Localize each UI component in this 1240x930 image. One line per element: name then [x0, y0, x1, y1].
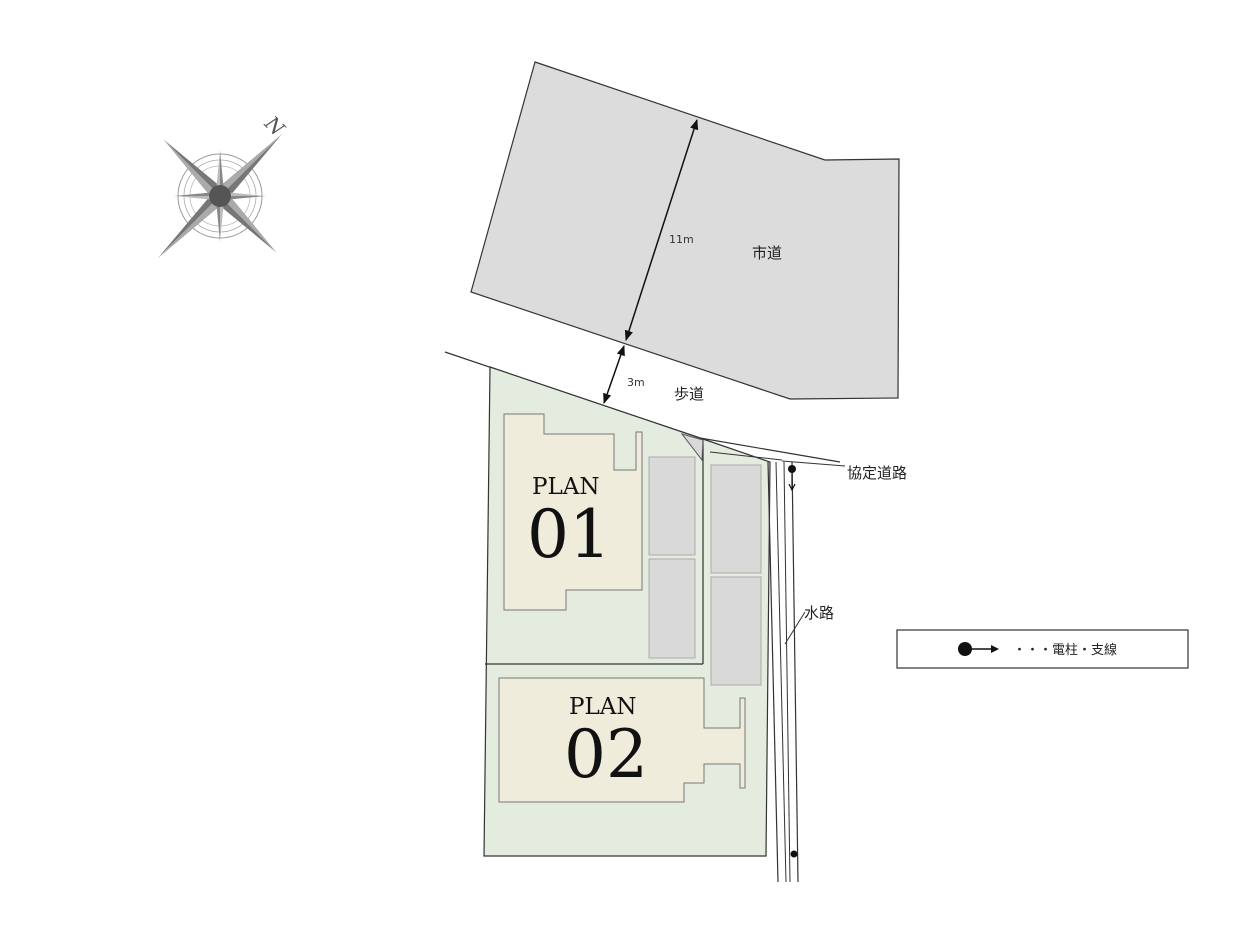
utility-pole-guy-wire-icon: [958, 642, 999, 656]
plan-01-word: PLAN: [532, 474, 599, 500]
waterway-line-3: [783, 461, 791, 883]
waterway-label: 水路: [804, 604, 834, 622]
utility-pole-icon: [790, 850, 798, 858]
waterway-line-1: [767, 461, 779, 883]
corner-cut: [680, 433, 704, 462]
sidewalk-width-label: 3m: [627, 376, 645, 389]
city-road: [470, 61, 900, 400]
compass-rose-icon: [157, 133, 283, 259]
sidewalk-label: 歩道: [674, 385, 704, 403]
utility-pole-icon: [788, 465, 796, 492]
plan-02-word: PLAN: [569, 694, 636, 720]
plan-01-building: [503, 413, 643, 611]
agreement-road-label: 協定道路: [847, 464, 907, 482]
legend-text: ・・・電柱・支線: [1013, 642, 1117, 658]
agreement-road-edge-2: [709, 451, 783, 461]
parking-space: [710, 576, 762, 686]
agreement-road-leader: [781, 460, 846, 467]
parking-space: [648, 558, 696, 659]
north-label: N: [259, 110, 290, 141]
parking-space: [648, 456, 696, 556]
parking-space: [710, 464, 762, 574]
agreement-road-edge: [699, 437, 841, 463]
city-road-width-arrow: [624, 119, 699, 341]
legend-box: [896, 629, 1189, 669]
city-road-label: 市道: [752, 244, 782, 262]
city-road-width-label: 11m: [669, 233, 694, 246]
waterway-line-4: [791, 461, 799, 883]
waterway-leader: [784, 611, 806, 645]
plan-01-number: 01: [527, 496, 611, 573]
plan-02-number: 02: [564, 716, 648, 793]
waterway-line-2: [775, 461, 787, 883]
plan-02-building: [498, 677, 746, 803]
sidewalk-width-arrow: [603, 345, 625, 404]
